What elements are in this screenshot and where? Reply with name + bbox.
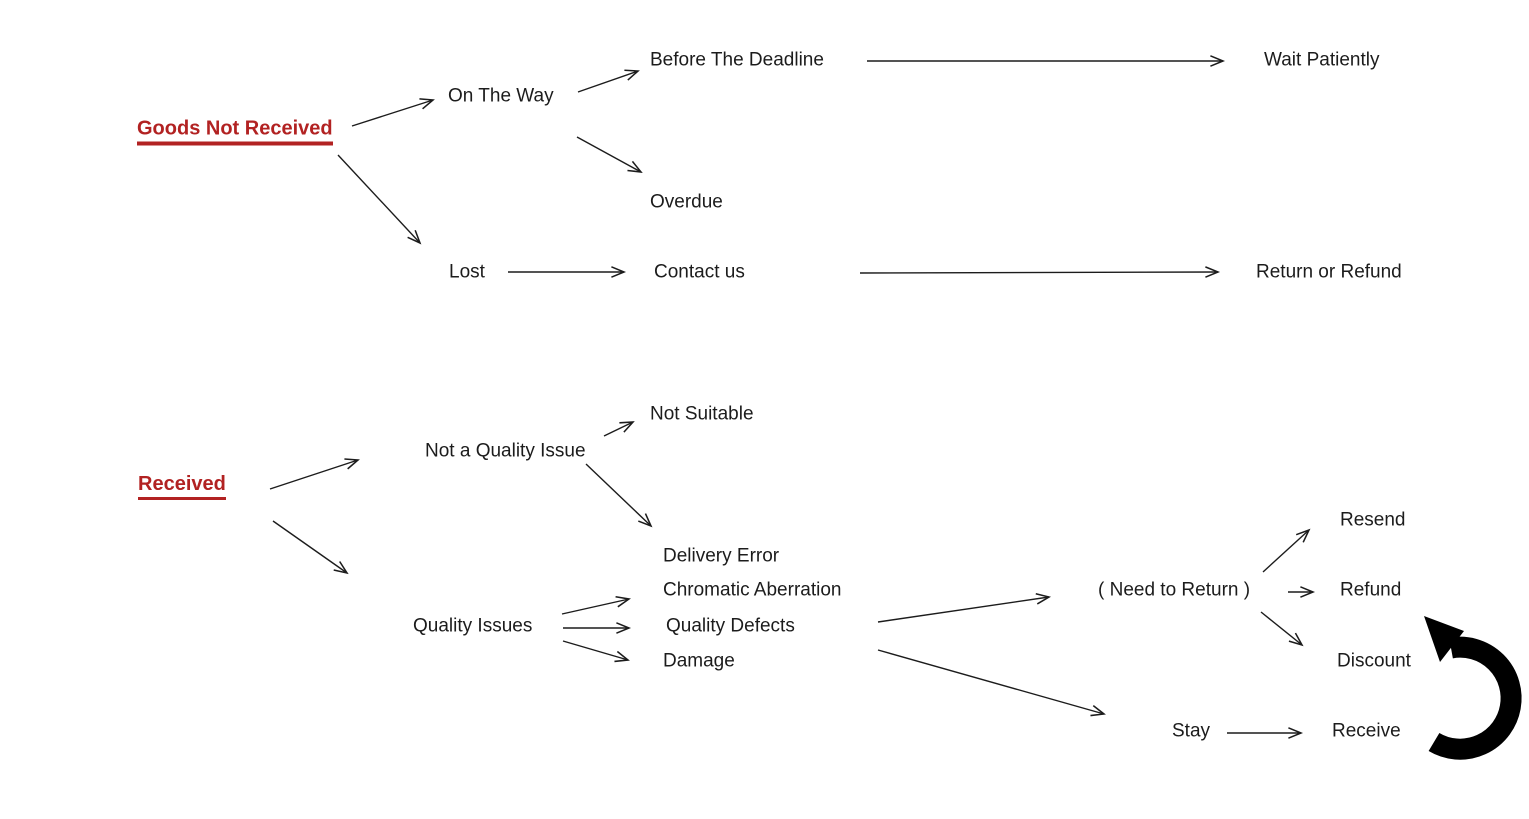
node-need-to-return: ( Need to Return ) [1098, 579, 1251, 601]
loop-arrowhead-icon [1424, 616, 1464, 662]
arrow-not-a-quality-issue-to-delivery-error [585, 463, 653, 528]
arrow-goods-not-received-to-on-the-way [351, 98, 435, 127]
node-damage: Damage [663, 650, 735, 672]
node-not-suitable: Not Suitable [650, 403, 754, 425]
arrow-received-to-quality-issues [272, 520, 349, 575]
arrow-need-to-return-to-resend [1262, 528, 1311, 573]
node-stay: Stay [1172, 720, 1211, 742]
arrow-on-the-way-to-overdue [576, 136, 643, 173]
arrow-goods-not-received-to-lost [337, 154, 422, 245]
node-chromatic-aberration: Chromatic Aberration [663, 579, 842, 601]
node-delivery-error: Delivery Error [663, 545, 780, 567]
node-return-or-refund: Return or Refund [1256, 261, 1402, 283]
node-overdue: Overdue [650, 191, 723, 213]
node-refund: Refund [1340, 579, 1402, 601]
arrow-quality-issue-types-to-need-to-return [877, 592, 1052, 623]
arrow-on-the-way-to-before-the-deadline [577, 69, 640, 93]
arrow-quality-issues-to-chromatic-aberration [561, 595, 631, 615]
node-on-the-way: On The Way [448, 85, 554, 107]
arrow-contact-us-to-return-or-refund [859, 266, 1221, 278]
arrow-quality-issues-to-damage [562, 640, 630, 663]
node-quality-defects: Quality Defects [666, 615, 795, 637]
arrow-received-to-not-a-quality-issue [269, 458, 360, 490]
node-resend: Resend [1340, 509, 1406, 531]
node-wait-patiently: Wait Patiently [1264, 49, 1380, 71]
node-before-the-deadline: Before The Deadline [650, 49, 824, 71]
node-receive: Receive [1332, 720, 1401, 742]
node-received: Received [138, 472, 226, 500]
node-not-a-quality-issue: Not a Quality Issue [425, 440, 586, 462]
arrow-not-a-quality-issue-to-not-suitable [603, 421, 635, 437]
node-goods-not-received: Goods Not Received [137, 117, 333, 146]
node-contact-us: Contact us [654, 261, 745, 283]
node-lost: Lost [449, 261, 485, 283]
loop-arrow-receive-to-discount [1428, 636, 1522, 760]
arrow-quality-issue-types-to-stay [877, 649, 1106, 717]
arrow-need-to-return-to-discount [1260, 611, 1304, 647]
node-quality-issues: Quality Issues [413, 615, 533, 637]
node-discount: Discount [1337, 650, 1411, 672]
